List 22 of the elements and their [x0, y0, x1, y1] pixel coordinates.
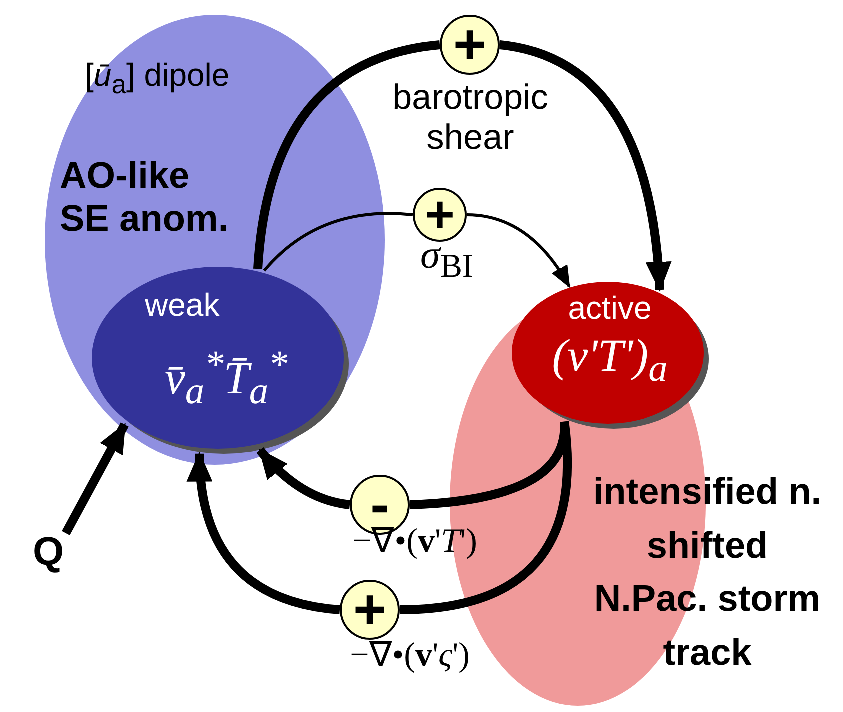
state-label: weak: [145, 287, 220, 324]
sign-circle: +: [413, 188, 467, 242]
arrow: [499, 40, 671, 292]
core-ellipse: [90, 265, 350, 455]
connector-line: [400, 421, 572, 614]
core-ellipse: [510, 280, 710, 430]
region-label: intensified n. shifted N.Pac. storm track: [592, 470, 823, 675]
formula-label: (v'T')$_{a}$: [551, 330, 669, 392]
term-label: barotropic shear: [392, 78, 550, 158]
arrow: [256, 447, 351, 510]
arrow: [188, 452, 341, 614]
connector-line: [254, 40, 441, 270]
state-label: active: [567, 290, 653, 327]
region-ellipse: [45, 15, 385, 465]
sign-circle: +: [340, 580, 400, 640]
sign-circle: +: [440, 15, 500, 75]
region-label: [ū$_{a}$] dipole: [85, 57, 230, 100]
forcing-label: Q: [33, 530, 77, 580]
region-label: AO-like SE anom.: [60, 155, 230, 240]
arrow: [466, 214, 571, 288]
connector-line: [263, 212, 414, 272]
arrow: [62, 422, 129, 536]
